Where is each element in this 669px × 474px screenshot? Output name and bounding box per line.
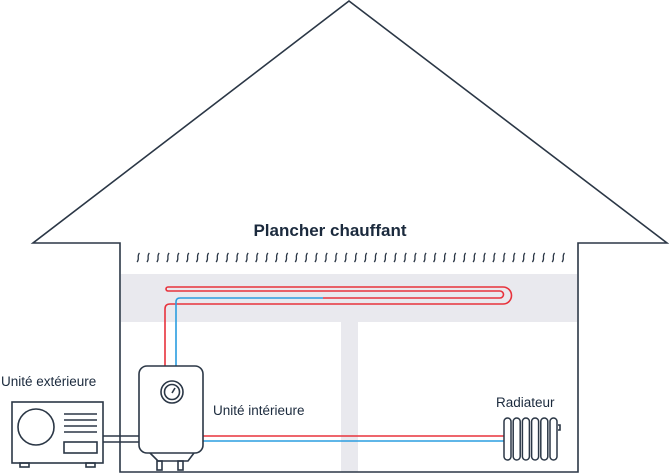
heat-wave-icon [502, 252, 506, 263]
heat-wave-icon [423, 252, 427, 263]
underfloor-cold-pipe [175, 297, 323, 366]
heat-wave-icon [462, 252, 467, 263]
heat-wave-icon [521, 252, 526, 263]
underfloor-hot-pipe [164, 286, 513, 366]
heat-wave-icon [344, 252, 348, 263]
indoor-unit-label: Unité intérieure [213, 403, 305, 418]
radiator-fin [512, 417, 521, 461]
gauge-icon [160, 380, 184, 404]
heat-wave-icon [294, 252, 299, 263]
heat-wave-icon [442, 252, 447, 263]
heat-wave-icon [136, 252, 141, 263]
heat-wave-icon [195, 252, 200, 263]
heat-wave-icon [363, 252, 368, 263]
heat-wave-icon [472, 252, 477, 263]
heat-wave-icon [205, 252, 210, 263]
heat-wave-icon [146, 252, 150, 263]
radiator-fin [530, 417, 540, 461]
radiator [503, 417, 561, 461]
heat-wave-icon [304, 252, 309, 263]
heat-wave-icon [551, 252, 556, 263]
heat-wave-icon [185, 252, 190, 263]
heat-wave-icon [334, 252, 338, 263]
heat-wave-icon [403, 252, 407, 263]
heat-wave-icon [512, 252, 516, 263]
heat-wave-icon [541, 252, 546, 263]
heat-wave-icon [284, 252, 289, 263]
heat-wave-icon [383, 252, 388, 263]
outdoor-unit-label: Unité extérieure [1, 374, 96, 389]
fan-icon [17, 408, 55, 446]
heat-wave-icon [353, 252, 358, 263]
heat-wave-icon [264, 252, 269, 263]
heat-wave-icon [245, 252, 249, 263]
heat-wave-icon [225, 252, 229, 263]
heat-wave-icon [235, 252, 239, 263]
heat-wave-icon [433, 252, 437, 263]
house-outline [30, 0, 669, 473]
heat-wave-icon [373, 252, 378, 263]
heat-wave-icon [274, 252, 279, 263]
heat-wave-icon [324, 252, 328, 263]
heat-wave-icon [156, 252, 160, 263]
heat-wave-icon [255, 252, 259, 263]
heat-wave-icon [176, 252, 180, 263]
heat-wave-icon [314, 252, 318, 263]
heat-wave-icon [393, 252, 397, 263]
heat-wave-icon [482, 252, 486, 263]
support-column [341, 322, 358, 472]
heat-wave-icon [492, 252, 496, 263]
radiator-fin [549, 417, 558, 461]
indoor-unit [138, 365, 204, 471]
radiator-fin [521, 417, 531, 461]
heat-wave-icon [215, 252, 220, 263]
heat-wave-icon [166, 252, 170, 263]
heat-wave-icon [531, 252, 536, 263]
radiator-label: Radiateur [496, 395, 555, 410]
radiator-fin [540, 417, 549, 461]
diagram-title: Plancher chauffant [253, 221, 406, 240]
radiator-fin [503, 417, 512, 461]
heat-wave-icon [561, 252, 566, 263]
heat-wave-icon [452, 252, 457, 263]
heat-wave-icon [413, 252, 417, 263]
heat-waves [136, 252, 566, 263]
outdoor-unit [11, 401, 104, 468]
